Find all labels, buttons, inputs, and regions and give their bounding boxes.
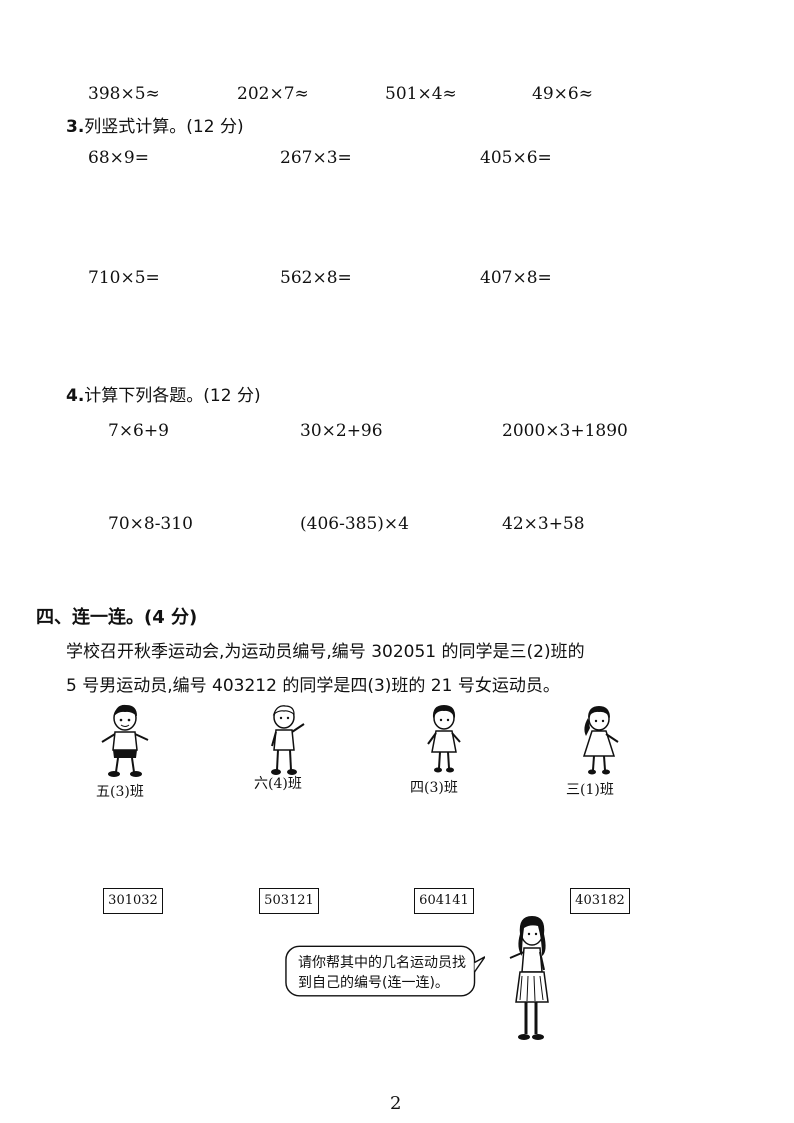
q4-heading: 4.计算下列各题。(12 分) [66, 386, 261, 406]
q4-item-6: 42×3+58 [502, 514, 585, 534]
code-box-1[interactable]: 301032 [103, 888, 163, 914]
q4-item-2: 30×2+96 [300, 421, 383, 441]
q3-item-5: 562×8= [280, 268, 352, 288]
class-label-3: 四(3)班 [410, 780, 458, 796]
q4-item-3: 2000×3+1890 [502, 421, 628, 441]
boy-2-illustration [271, 705, 305, 775]
class-label-4: 三(1)班 [566, 782, 614, 798]
page-number: 2 [390, 1093, 402, 1114]
estimate-3: 501×4≈ [385, 84, 457, 104]
q3-heading: 3.列竖式计算。(12 分) [66, 117, 244, 137]
speech-bubble [285, 945, 485, 997]
q3-item-6: 407×8= [480, 268, 552, 288]
estimate-2: 202×7≈ [237, 84, 309, 104]
q4-number: 4. [66, 386, 85, 406]
bubble-line-1: 请你帮其中的几名运动员找 [298, 955, 466, 971]
bubble-line-2: 到自己的编号(连一连)。 [298, 975, 449, 991]
q3-item-4: 710×5= [88, 268, 160, 288]
q4-item-5: (406-385)×4 [300, 514, 409, 534]
girl-2-illustration [582, 706, 619, 775]
bubble-text: 请你帮其中的几名运动员找 到自己的编号(连一连)。 [298, 953, 466, 993]
section4-line1: 学校召开秋季运动会,为运动员编号,编号 302051 的同学是三(2)班的 [66, 642, 585, 662]
q3-item-2: 267×3= [280, 148, 352, 168]
q3-number: 3. [66, 117, 85, 137]
code-box-4[interactable]: 403182 [570, 888, 630, 914]
girl-1-illustration [427, 705, 461, 773]
q4-title: 计算下列各题。(12 分) [84, 386, 261, 406]
class-label-1: 五(3)班 [96, 784, 144, 800]
q3-item-3: 405×6= [480, 148, 552, 168]
teacher-girl-illustration [509, 916, 549, 1040]
code-box-3[interactable]: 604141 [414, 888, 474, 914]
estimate-1: 398×5≈ [88, 84, 160, 104]
class-label-2: 六(4)班 [254, 776, 302, 792]
q3-title: 列竖式计算。(12 分) [84, 117, 244, 137]
q4-item-1: 7×6+9 [108, 421, 169, 441]
section4-title: 四、连一连。(4 分) [36, 607, 198, 628]
q4-item-4: 70×8-310 [108, 514, 193, 534]
code-box-2[interactable]: 503121 [259, 888, 319, 914]
estimate-4: 49×6≈ [532, 84, 593, 104]
boy-1-illustration [101, 704, 149, 777]
q3-item-1: 68×9= [88, 148, 149, 168]
section4-line2: 5 号男运动员,编号 403212 的同学是四(3)班的 21 号女运动员。 [66, 676, 560, 696]
